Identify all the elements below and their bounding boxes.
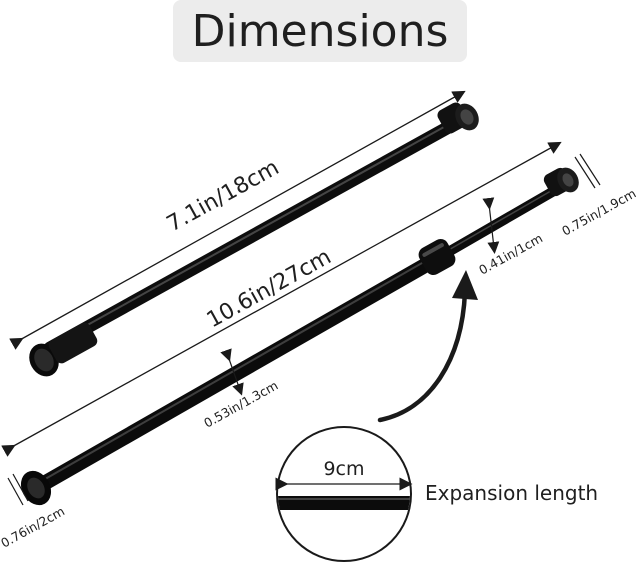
thick-diameter-marker	[220, 348, 244, 396]
thin-diameter-marker	[482, 197, 500, 254]
page-title: Dimensions	[191, 5, 449, 57]
zoom-circle	[275, 426, 413, 562]
short-rod-left-cap	[29, 322, 98, 377]
short-rod	[29, 102, 479, 377]
curved-arrow-icon	[377, 270, 478, 423]
long-rod-left-cap	[20, 470, 52, 506]
expansion-caption: Expansion length	[425, 481, 598, 505]
end-cap-large-label: 0.76in/2cm	[0, 503, 67, 550]
expansion-value: 9cm	[323, 458, 364, 480]
end-cap-small-label: 0.75in/1.9cm	[559, 186, 638, 239]
title-banner: Dimensions	[173, 0, 467, 62]
end-cap-large-marker	[7, 473, 29, 506]
thin-diameter-label: 0.41in/1cm	[476, 230, 545, 277]
long-rod-dimension-line	[1, 141, 562, 457]
end-cap-small-marker	[574, 153, 601, 189]
